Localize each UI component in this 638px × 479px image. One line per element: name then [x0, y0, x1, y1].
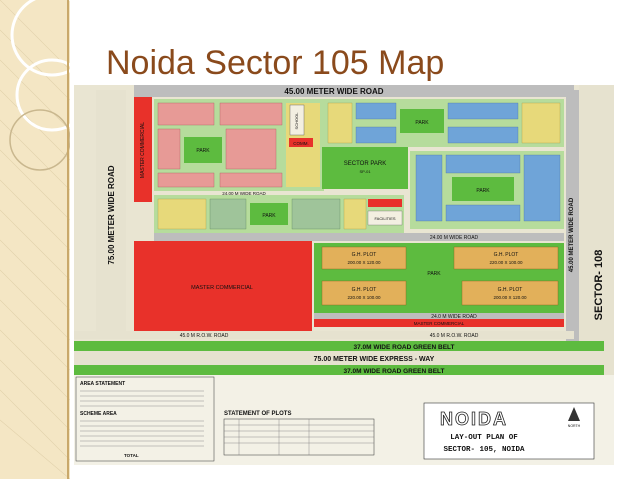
title-block: [423, 402, 595, 460]
green-belt-bottom: [74, 365, 604, 375]
yellow-plots-2: [327, 102, 561, 144]
master-commercial-big-label: MASTER COMMERCIAL: [191, 285, 253, 291]
statement-of-plots-lines: [224, 419, 374, 455]
left-road: [96, 90, 126, 335]
park-5-label: PARK: [427, 271, 441, 277]
gh-plot-2: [453, 246, 559, 270]
north-arrow-icon: [568, 407, 580, 421]
map-drawing: SECTOR- 108 45.00 METER WIDE ROAD 75.00 …: [74, 85, 614, 465]
park-4: [250, 203, 288, 225]
sector-park-code: SP-01: [359, 169, 371, 174]
sector-park: [322, 147, 408, 189]
park-1-label: PARK: [196, 148, 210, 154]
gh-plot-1: [321, 246, 407, 270]
gh-plot-3-name: G.H. PLOT: [352, 287, 377, 293]
green-belt-top-label: 37.0M WIDE ROAD GREEN BELT: [353, 344, 454, 351]
blue-plots-2: [415, 154, 561, 222]
school-label: SCHOOL: [294, 112, 299, 130]
row-road: [74, 331, 574, 339]
master-commercial-strip: [314, 319, 564, 327]
top-road: [134, 85, 574, 97]
comm-plot: [289, 138, 313, 147]
row-road-left-label: 45.0 M R.O.W. ROAD: [180, 333, 229, 339]
green-belt-bottom-label: 37.0M WIDE ROAD GREEN BELT: [343, 368, 444, 375]
area-statement-lines: [80, 390, 204, 447]
gh-plot-4-name: G.H. PLOT: [498, 287, 523, 293]
right-road: [566, 90, 579, 385]
top-road-label: 45.00 METER WIDE ROAD: [284, 87, 383, 96]
gh-plot-1-size: 200.00 X 120.00: [347, 260, 381, 265]
blue-plots-1: [355, 102, 519, 144]
sector-map: SECTOR- 108 45.00 METER WIDE ROAD 75.00 …: [74, 85, 614, 465]
left-road-label: 75.00 METER WIDE ROAD: [107, 165, 116, 264]
sector-108-area: [579, 85, 614, 385]
gh-plot-3: [321, 280, 407, 306]
statement-of-plots-label: STATEMENT OF PLOTS: [224, 411, 291, 417]
lower-road: [314, 313, 564, 319]
facilities-comm: [368, 199, 402, 207]
decorative-arcs: [0, 0, 70, 479]
gh-plot-2-name: G.H. PLOT: [494, 252, 519, 258]
decorative-side-strip: [0, 0, 70, 479]
park-4-label: PARK: [262, 213, 276, 219]
pink-plots: [157, 102, 283, 188]
row-road-right-label: 45.0 M R.O.W. ROAD: [430, 333, 479, 339]
right-road-label: 45.00 METER WIDE ROAD: [569, 197, 575, 272]
road-24-lower-label: 24.0 M WIDE ROAD: [431, 314, 477, 320]
expressway-label: 75.00 METER WIDE EXPRESS - WAY: [314, 356, 435, 363]
title-line-2: SECTOR- 105, NOIDA: [443, 446, 525, 454]
yellow-plots-3: [157, 198, 367, 230]
comm-label: COMM.: [293, 141, 309, 146]
master-commercial-strip-vertical: [134, 97, 152, 202]
scheme-area-label: SCHEME AREA: [80, 411, 117, 417]
park-3-label: PARK: [476, 188, 490, 194]
sector-park-label: SECTOR PARK: [344, 161, 386, 167]
gh-plot-4-size: 200.00 X 120.00: [493, 295, 527, 300]
master-commercial-vertical-label: MASTER COMMERCIAL: [140, 122, 146, 178]
expressway: [74, 351, 604, 365]
facilities-plot: [367, 210, 403, 226]
slide-title: Noida Sector 105 Map: [106, 44, 445, 82]
gh-plot-1-name: G.H. PLOT: [352, 252, 377, 258]
facilities-label: FACILITIES: [374, 216, 395, 221]
master-commercial-strip-label: MASTER COMMERCIAL: [414, 321, 465, 326]
park-2-label: PARK: [415, 120, 429, 126]
park-3: [452, 177, 514, 201]
area-statement-table: [75, 376, 215, 462]
park-2: [400, 109, 444, 133]
total-label: TOTAL: [124, 453, 139, 458]
park-1: [184, 137, 222, 163]
sector-108-label: SECTOR- 108: [593, 250, 605, 321]
road-24-mid-label: 24.00 M WIDE ROAD: [430, 235, 479, 241]
green-belt-top: [74, 341, 604, 351]
mid-road: [154, 233, 564, 241]
area-statement-label: AREA STATEMENT: [80, 381, 125, 387]
gh-plot-4: [461, 280, 559, 306]
north-label: NORTH: [568, 424, 581, 428]
road-24-upper-label: 24.00 M WIDE ROAD: [222, 191, 266, 196]
gh-plot-3-size: 220.00 X 100.00: [347, 295, 381, 300]
title-line-1: LAY-OUT PLAN OF: [450, 434, 518, 442]
green-plots: [209, 198, 341, 230]
school-plot: [289, 104, 305, 136]
noida-logo-text: NOIDA: [440, 409, 508, 429]
gh-plot-2-size: 220.00 X 100.00: [489, 260, 523, 265]
master-commercial-big: [134, 241, 312, 331]
